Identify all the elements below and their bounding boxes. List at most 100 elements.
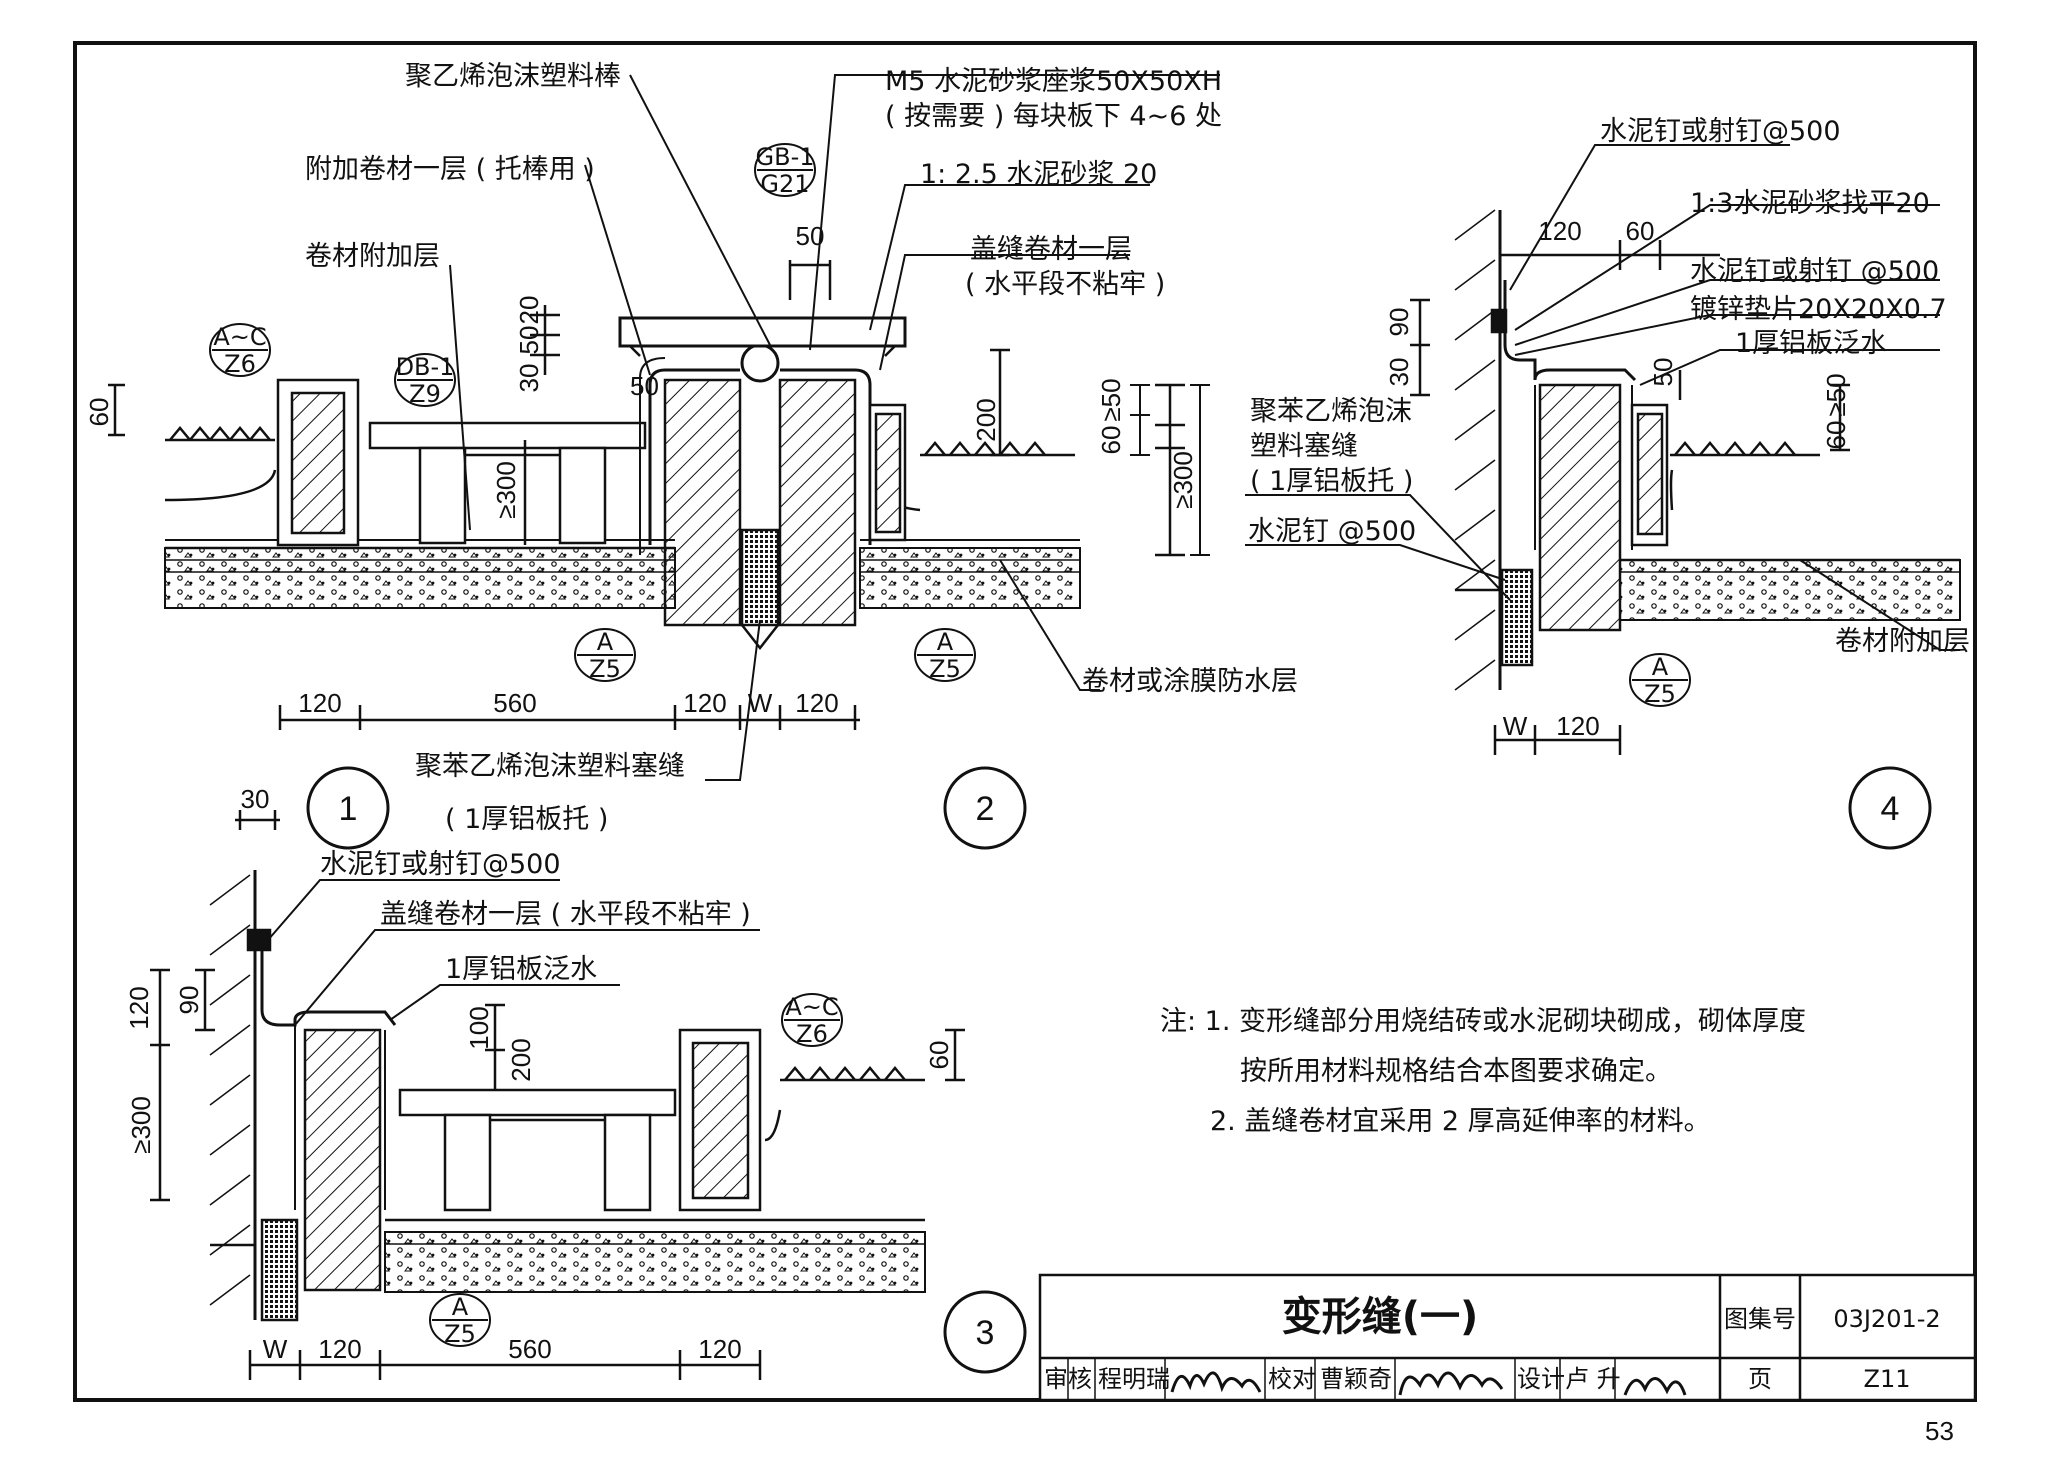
dim3-w: W [263,1334,288,1364]
label-washer: 镀锌垫片20X20X0.7 [1690,294,1947,325]
callout-2: 2 [943,766,1027,850]
label-mortar-20: 1: 2.5 水泥砂浆 20 [920,159,1157,190]
dim-50: 50 [514,326,544,355]
callout-2-label: 2 [976,790,995,828]
dim3-60: 60 [924,1041,954,1070]
note-line-2: 按所用材料规格结合本图要求确定。 [1240,1056,1672,1087]
page-number: 53 [1925,1416,1954,1446]
ref-bubble-a-z5-left: A Z5 [574,628,636,683]
label-alu-flashing-3: 1厚铝板泛水 [445,954,597,985]
dim-bottom-560: 560 [493,688,536,718]
ref-bottom: Z5 [444,1320,476,1348]
label-extra-membrane-rod: 附加卷材一层 ( 托棒用 ) [305,154,595,185]
title-block [1038,1273,1977,1402]
label-membrane-extra-4: 卷材附加层 [1835,626,1970,657]
dim4-90: 90 [1384,308,1414,337]
dim3-560: 560 [508,1334,551,1364]
dim4-ge50c: ≥50 [1821,373,1851,416]
ref-top: A [452,1293,469,1321]
page-label: 页 [1748,1365,1772,1393]
ref-top: A [597,628,614,656]
review-label: 审核 [1044,1365,1092,1393]
ref-bottom: Z5 [929,655,961,683]
label-foam-rod: 聚乙烯泡沫塑料棒 [405,61,621,92]
callout-4-label: 4 [1881,790,1900,828]
signature-designer [1623,1377,1687,1396]
diagram-3 [150,810,965,1380]
dim-bottom-120a: 120 [298,688,341,718]
ref-bottom: G21 [760,170,809,198]
dim3-120b: 120 [698,1334,741,1364]
label-nail-mid: 水泥钉或射钉 @500 [1690,256,1939,287]
drawing-title: 变形缝(一) [1282,1294,1479,1340]
dim-bottom-w: W [748,688,773,718]
dim4-w: W [1503,711,1528,741]
label-eps-filler-1: 聚苯乙烯泡沫塑料塞缝 [415,751,685,782]
note-line-1: 注: 1. 变形缝部分用烧结砖或水泥砌块砌成，砌体厚度 [1160,1006,1806,1037]
ref-top: A [937,628,954,656]
dim-ge300: ≥300 [491,461,521,519]
dim3-ge300: ≥300 [126,1096,156,1154]
ref-bubble-a-z5-d4: A Z5 [1629,653,1691,708]
dim-30: 30 [514,364,544,393]
signature-reviewer [1170,1371,1262,1393]
ref-bubble-ac-z6: A~C Z6 [209,323,271,378]
dim-bottom-120c: 120 [795,688,838,718]
label-membrane-extra: 卷材附加层 [305,241,440,272]
dim3-30: 30 [241,784,270,814]
dim4-120-bottom: 120 [1556,711,1599,741]
dim-60: 60 [84,398,114,427]
dim4-120: 120 [1538,216,1581,246]
ref-bubble-gb1: GB-1 G21 [754,143,816,198]
ref-bottom: Z5 [1644,680,1676,708]
label-eps-4-1: 聚苯乙烯泡沫 [1250,396,1412,427]
ref-bubble-a-z5-d3: A Z5 [429,1293,491,1348]
dim3-100: 100 [464,1006,494,1049]
diagram-4 [1245,144,1961,755]
label-waterproof-layer: 卷材或涂膜防水层 [1082,666,1298,697]
callout-3-label: 3 [976,1314,995,1352]
label-eps-4-3: ( 1厚铝板托 ) [1250,466,1413,497]
check-label: 校对 [1268,1365,1316,1393]
dim3-120a: 120 [318,1334,361,1364]
ref-bottom: Z6 [796,1020,828,1048]
ref-top: A [1652,653,1669,681]
ref-bubble-a-z5-right: A Z5 [914,628,976,683]
sheet-border [73,41,1977,1402]
dim-50-c: 50 [796,221,825,251]
label-cover-membrane-1: 盖缝卷材一层 [970,234,1132,265]
callout-4: 4 [1848,766,1932,850]
ref-bubble-ac-z6-d3: A~C Z6 [781,993,843,1048]
reviewer-name: 程明瑞 [1098,1365,1170,1393]
label-eps-4-2: 塑料塞缝 [1250,431,1358,462]
ref-bottom: Z9 [409,380,441,408]
diagram-1-2 [108,74,1220,781]
checker-name: 曹颖奇 [1320,1365,1392,1393]
label-nail-bottom: 水泥钉 @500 [1248,516,1416,547]
dim4-30: 30 [1384,358,1414,387]
design-label: 设计 [1517,1365,1565,1393]
dim4-ge50: ≥50 [1096,378,1126,421]
dim4-50: 50 [1648,358,1678,387]
dim3-90: 90 [174,986,204,1015]
label-mortar-bed-1: M5 水泥砂浆座浆50X50XH [885,66,1222,97]
dim-200: 200 [971,398,1001,441]
label-alu-flashing-4: 1厚铝板泛水 [1735,328,1887,359]
ref-bottom: Z5 [589,655,621,683]
dim-lines-d4-left [1130,384,1210,556]
callout-1-label: 1 [339,790,358,828]
dim3-200: 200 [506,1038,536,1081]
dim4-60: 60 [1626,216,1655,246]
label-cover-membrane-3: 盖缝卷材一层 ( 水平段不粘牢 ) [380,899,751,930]
callout-3: 3 [943,1290,1027,1374]
label-eps-filler-2: ( 1厚铝板托 ) [445,804,608,835]
label-cover-membrane-2: ( 水平段不粘牢 ) [965,269,1165,300]
note-line-3: 2. 盖缝卷材宜采用 2 厚高延伸率的材料。 [1210,1106,1711,1137]
label-nail-top: 水泥钉或射钉@500 [1600,116,1841,147]
signature-checker [1398,1371,1504,1396]
ref-top: GB-1 [756,143,815,171]
ref-top: A~C [785,993,838,1021]
atlas-label: 图集号 [1724,1305,1796,1333]
dim-20: 20 [514,296,544,325]
